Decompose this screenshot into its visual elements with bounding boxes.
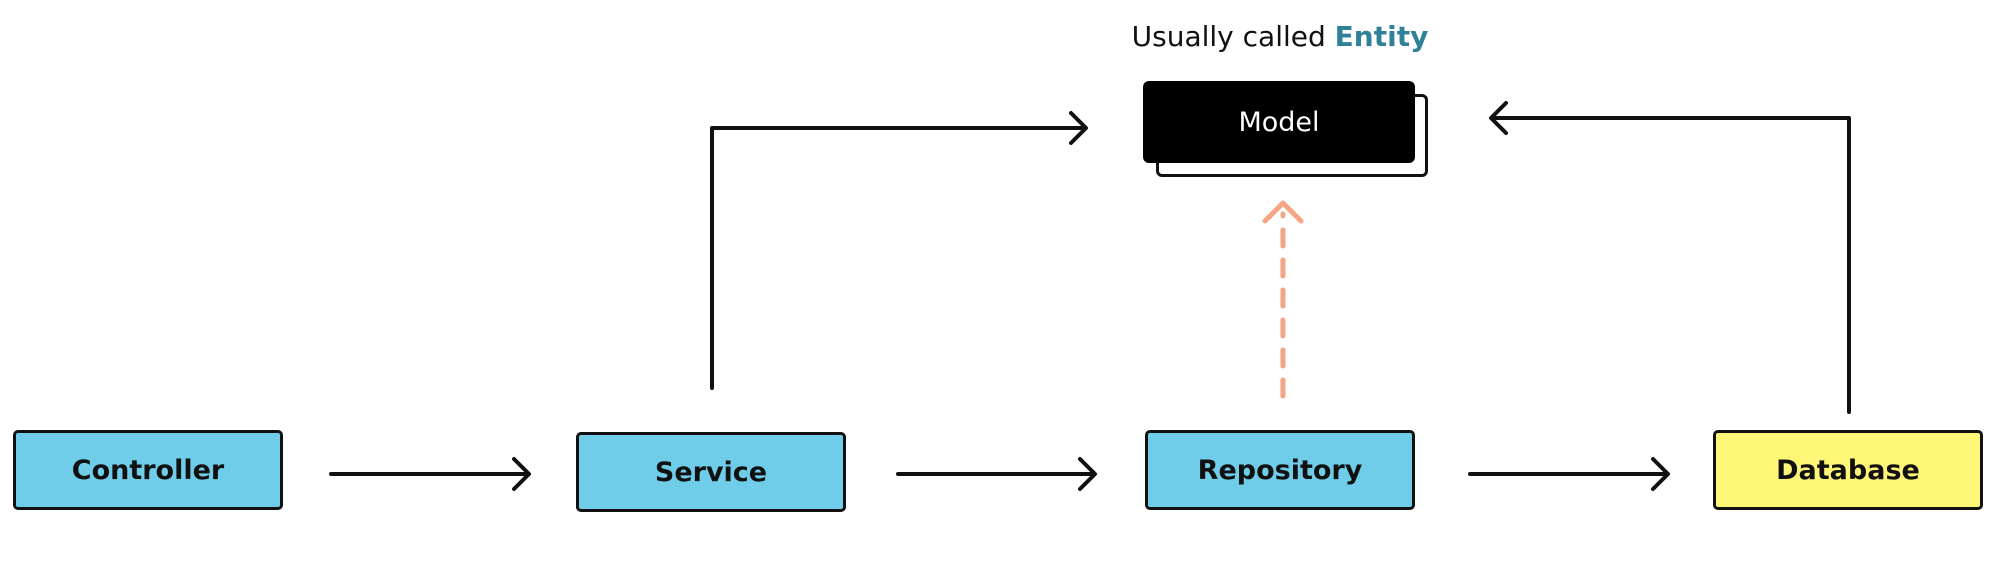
database-label: Database: [1776, 454, 1920, 486]
dashed-arrowhead-repository-to-model: [1262, 200, 1304, 224]
arrow-service-to-model: [710, 126, 1087, 390]
arrowhead-controller-to-service: [512, 457, 531, 491]
caption-highlight: Entity: [1334, 20, 1429, 53]
service-label: Service: [654, 456, 768, 488]
database-box: Database: [1713, 430, 1983, 510]
controller-box: Controller: [13, 430, 283, 510]
model-box: Model: [1143, 81, 1415, 163]
service-box: Service: [576, 432, 846, 512]
caption-prefix: Usually called: [1131, 20, 1326, 53]
arrowhead-service-to-model: [1069, 111, 1088, 145]
arrowhead-repository-to-database: [1651, 457, 1670, 491]
controller-label: Controller: [71, 454, 225, 486]
model-caption: Usually called Entity: [1000, 20, 1560, 53]
model-label: Model: [1238, 106, 1320, 138]
arrowhead-database-to-model: [1489, 101, 1508, 135]
repository-box: Repository: [1145, 430, 1415, 510]
arrow-database-to-model: [1490, 116, 1851, 414]
repository-label: Repository: [1197, 454, 1363, 486]
arrowhead-service-to-repository: [1078, 457, 1097, 491]
